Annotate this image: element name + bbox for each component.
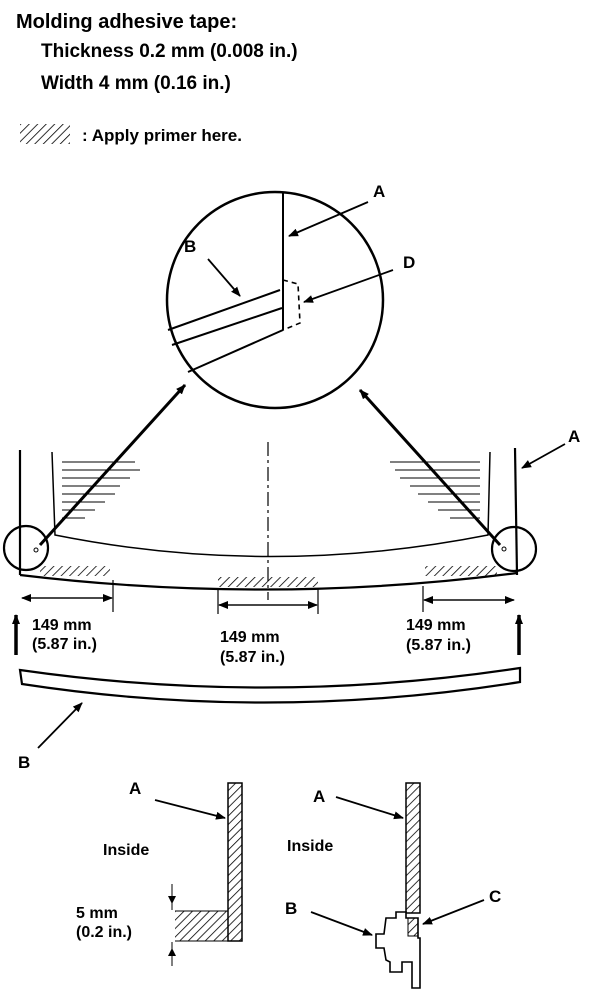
- primer-legend-swatch: [20, 124, 70, 144]
- section-left-inside-label: Inside: [103, 842, 150, 859]
- callout-a-glass: A: [568, 427, 581, 446]
- callout-b-section-right: B: [285, 899, 298, 918]
- dimension-center: [217, 588, 319, 614]
- callout-a-detail: A: [373, 182, 386, 201]
- callout-a-section-right: A: [313, 787, 326, 806]
- thickness-spec: Thickness 0.2 mm (0.008 in.): [41, 41, 298, 62]
- callout-b-detail: B: [184, 237, 197, 256]
- dim-center-mm: 149 mm: [220, 629, 280, 646]
- section-left: [154, 782, 243, 966]
- molding-strip: [18, 666, 522, 704]
- callout-b-molding: B: [18, 753, 31, 772]
- dim-right-in: (5.87 in.): [406, 637, 471, 654]
- corner-circle-left: [2, 524, 50, 572]
- callout-c-section-right: C: [489, 887, 502, 906]
- dim-section-in: (0.2 in.): [76, 924, 133, 941]
- callout-a-section-left: A: [129, 779, 142, 798]
- primer-zone-center: [218, 577, 318, 587]
- page-title: Molding adhesive tape:: [16, 11, 238, 33]
- dim-left-in: (5.87 in.): [32, 636, 97, 653]
- dim-left-mm: 149 mm: [32, 617, 92, 634]
- section-right-inside-label: Inside: [287, 838, 334, 855]
- dim-center-in: (5.87 in.): [220, 649, 285, 666]
- detail-magnifier: [165, 190, 385, 410]
- corner-circle-right: [490, 525, 538, 573]
- section-right: [310, 782, 485, 989]
- dim-right-mm: 149 mm: [406, 617, 466, 634]
- primer-zone-left: [40, 566, 110, 576]
- dim-section-mm: 5 mm: [76, 905, 118, 922]
- dimension-left: [21, 580, 114, 612]
- dimension-right: [422, 586, 515, 612]
- width-spec: Width 4 mm (0.16 in.): [41, 73, 231, 94]
- windshield-glass: [18, 442, 519, 600]
- primer-zone-right: [425, 566, 497, 576]
- primer-note: : Apply primer here.: [82, 126, 242, 145]
- callout-d-detail: D: [403, 253, 416, 272]
